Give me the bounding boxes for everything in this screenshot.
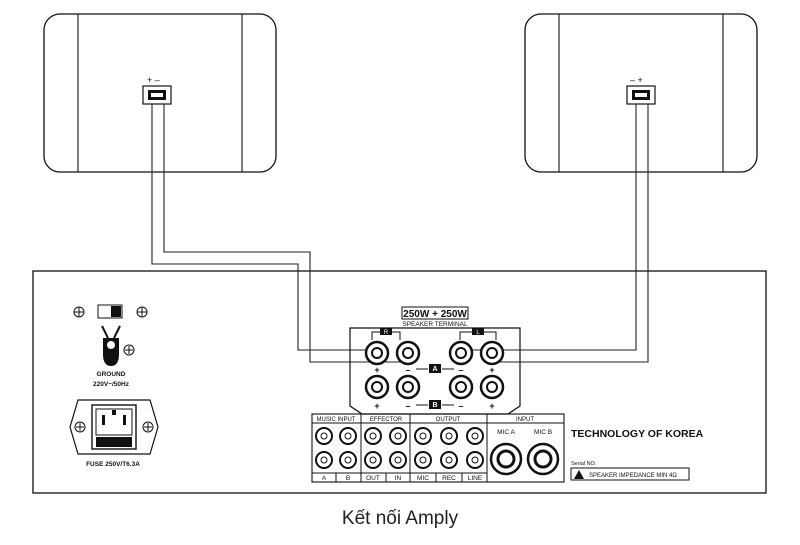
- warning-icon: [574, 470, 584, 479]
- jack-panel: MUSIC INPUT EFFECTOR OUTPUT INPUT: [311, 413, 565, 483]
- left-speaker-polarity: + –: [147, 75, 160, 85]
- rca-jack[interactable]: [315, 427, 333, 445]
- voltage-label: 220V~/50Hz: [93, 381, 130, 388]
- terminal-l-minus-a[interactable]: [448, 340, 474, 366]
- screw-icon: [136, 306, 148, 318]
- switch-icon: [97, 304, 123, 319]
- wire-left-negative: [163, 104, 404, 363]
- rca-jack[interactable]: [440, 427, 458, 445]
- sign-r-plus-a: +: [374, 365, 379, 375]
- right-speaker-polarity: – +: [630, 75, 643, 85]
- wire-left-positive: [151, 104, 366, 351]
- sign-l-minus-a: –: [458, 365, 463, 375]
- speaker-terminal-block: 250W + 250W SPEAKER TERMINAL R L: [349, 306, 521, 415]
- rca-jack[interactable]: [466, 451, 484, 469]
- sign-r-minus-b: –: [405, 401, 410, 411]
- rca-jack-group: [315, 427, 484, 469]
- rca-jack[interactable]: [364, 427, 382, 445]
- section-music-input: MUSIC INPUT: [317, 417, 356, 423]
- terminal-r-minus-b[interactable]: [395, 374, 421, 400]
- terminal-r-minus-a[interactable]: [395, 340, 421, 366]
- left-speaker: + –: [43, 13, 277, 173]
- terminal-l-minus-b[interactable]: [448, 374, 474, 400]
- mic-a-label: MIC A: [497, 429, 515, 436]
- wire-right-positive: [498, 104, 649, 363]
- serial-label: Serial NO.: [571, 461, 597, 467]
- sign-l-plus-a: +: [489, 365, 494, 375]
- wire-right-negative: [460, 104, 637, 351]
- row-a-label: A: [432, 366, 437, 373]
- sign-l-minus-b: –: [458, 401, 463, 411]
- screw-icon: [73, 306, 85, 318]
- left-speaker-terminal-icon: [142, 85, 172, 105]
- terminal-r-plus-a[interactable]: [364, 340, 390, 366]
- jack-label-rec: REC: [442, 475, 456, 482]
- section-input: INPUT: [516, 417, 534, 423]
- ground-label: GROUND: [97, 371, 126, 378]
- jack-label-mic: MIC: [417, 475, 429, 482]
- sign-r-plus-b: +: [374, 401, 379, 411]
- sign-l-plus-b: +: [489, 401, 494, 411]
- fuse-label: FUSE 250V/T6.3A: [86, 461, 140, 468]
- row-b-label: B: [432, 402, 437, 409]
- right-speaker-terminal-icon: [626, 85, 656, 105]
- ground-terminal-icon: [101, 325, 135, 366]
- jack-label-out: OUT: [366, 475, 380, 482]
- terminal-r-plus-b[interactable]: [364, 374, 390, 400]
- rca-jack[interactable]: [339, 427, 357, 445]
- channel-r-label: R: [384, 330, 389, 336]
- rca-jack[interactable]: [315, 451, 333, 469]
- mic-b-jack[interactable]: [526, 442, 560, 476]
- impedance-warning: SPEAKER IMPEDANCE MIN 4Ω: [589, 473, 677, 479]
- channel-l-label: L: [476, 330, 480, 336]
- jack-label-a: A: [322, 475, 327, 482]
- terminal-l-plus-b[interactable]: [479, 374, 505, 400]
- rca-jack[interactable]: [364, 451, 382, 469]
- rca-jack[interactable]: [414, 451, 432, 469]
- terminal-l-plus-a[interactable]: [479, 340, 505, 366]
- jack-label-in: IN: [395, 475, 402, 482]
- impedance-warning-box: SPEAKER IMPEDANCE MIN 4Ω: [570, 467, 690, 481]
- speaker-terminal-label: SPEAKER TERMINAL: [402, 321, 468, 328]
- diagram-caption: Kết nối Amply: [341, 508, 459, 529]
- rca-jack[interactable]: [389, 451, 407, 469]
- section-output: OUTPUT: [436, 417, 461, 423]
- amplifier-back-panel: GROUND 220V~/50Hz FUSE 250V/T6.3A: [32, 270, 767, 494]
- mic-b-label: MIC B: [534, 429, 552, 436]
- rca-jack[interactable]: [466, 427, 484, 445]
- mic-a-jack[interactable]: [489, 442, 523, 476]
- rca-jack[interactable]: [339, 451, 357, 469]
- screw-icon: [74, 421, 86, 433]
- rca-jack[interactable]: [440, 451, 458, 469]
- jack-label-line: LINE: [468, 475, 483, 482]
- rca-jack[interactable]: [414, 427, 432, 445]
- jack-label-b: B: [346, 475, 350, 482]
- sign-r-minus-a: –: [405, 365, 410, 375]
- brand-label: TECHNOLOGY OF KOREA: [571, 428, 704, 440]
- section-effector: EFFECTOR: [370, 417, 403, 423]
- right-speaker: – +: [524, 13, 758, 173]
- rca-jack[interactable]: [389, 427, 407, 445]
- screw-icon: [142, 421, 154, 433]
- speaker-wires: [151, 104, 649, 363]
- power-rating: 250W + 250W: [403, 309, 467, 320]
- ground-section: GROUND 220V~/50Hz: [73, 304, 148, 388]
- power-socket: [69, 399, 159, 455]
